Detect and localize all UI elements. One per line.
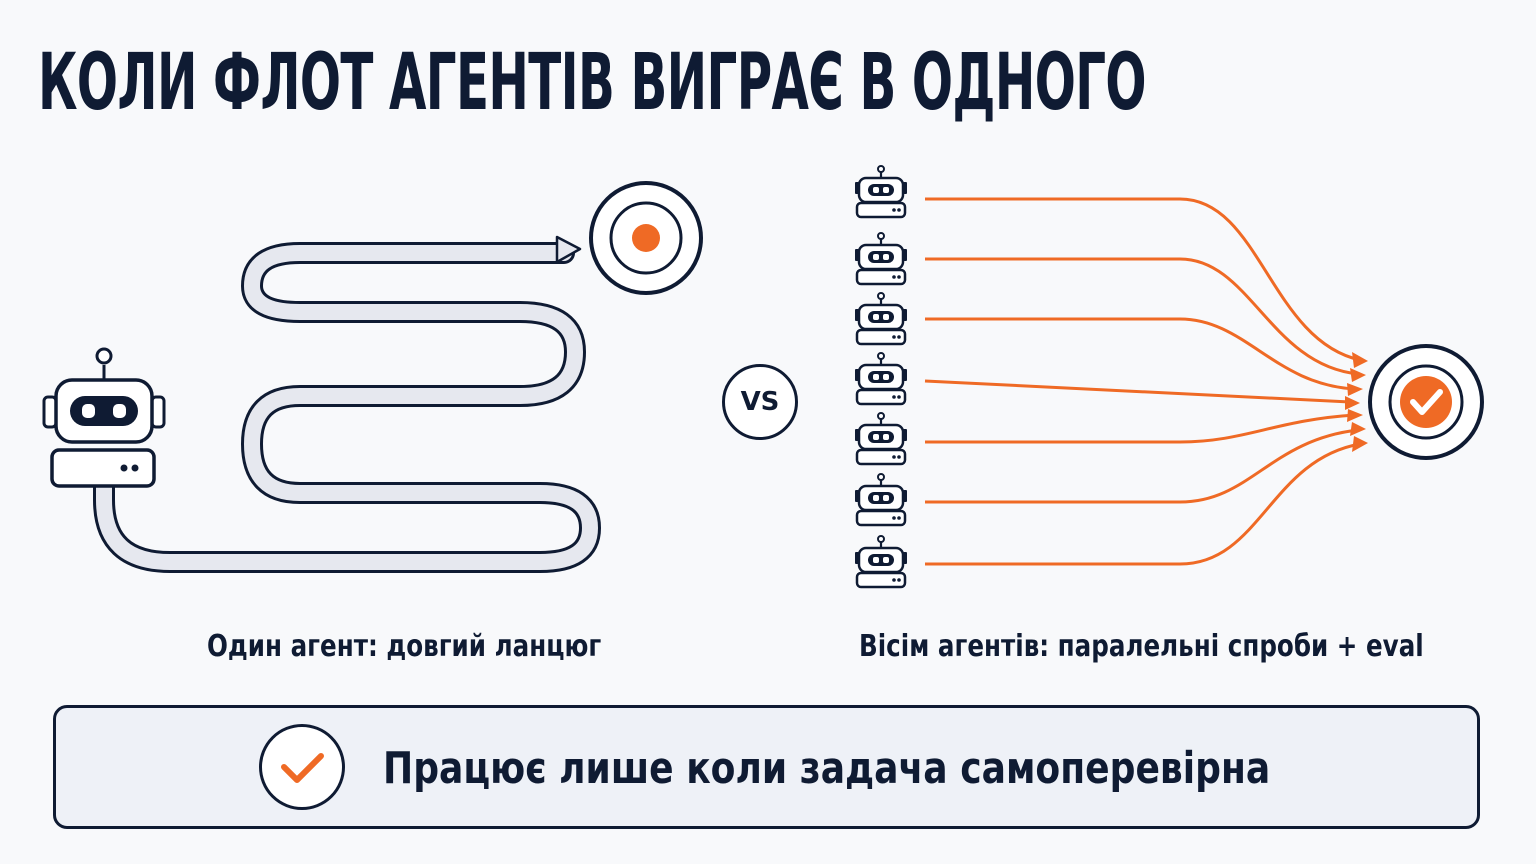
multi-agent-caption: Вісім агентів: паралельні спроби + eval: [859, 629, 1424, 664]
vs-badge: VS: [722, 364, 798, 440]
diagram-canvas: [42, 164, 1484, 589]
robot-icon: [853, 164, 909, 219]
robot-icon: [853, 534, 909, 589]
parallel-attempt-lines: [924, 197, 1361, 566]
target-icon: [589, 181, 703, 295]
robot-icon: [853, 472, 909, 527]
long-chain-path: [93, 235, 601, 573]
page-title: КОЛИ ФЛОТ АГЕНТІВ ВИГРАЄ В ОДНОГО: [38, 38, 1147, 128]
robot-icon: [42, 347, 166, 488]
check-circle-icon: [1368, 344, 1484, 460]
conclusion-banner: Працює лише коли задача самоперевірна: [53, 705, 1480, 829]
robot-icon: [853, 351, 909, 406]
robot-icon: [853, 411, 909, 466]
single-agent-caption: Один агент: довгий ланцюг: [207, 629, 602, 664]
robot-icon: [853, 231, 909, 286]
robot-icon: [853, 291, 909, 346]
banner-text: Працює лише коли задача самоперевірна: [383, 743, 1271, 794]
check-icon: [259, 724, 345, 810]
robot-column: [853, 164, 909, 589]
arrowheads: [1345, 352, 1368, 452]
